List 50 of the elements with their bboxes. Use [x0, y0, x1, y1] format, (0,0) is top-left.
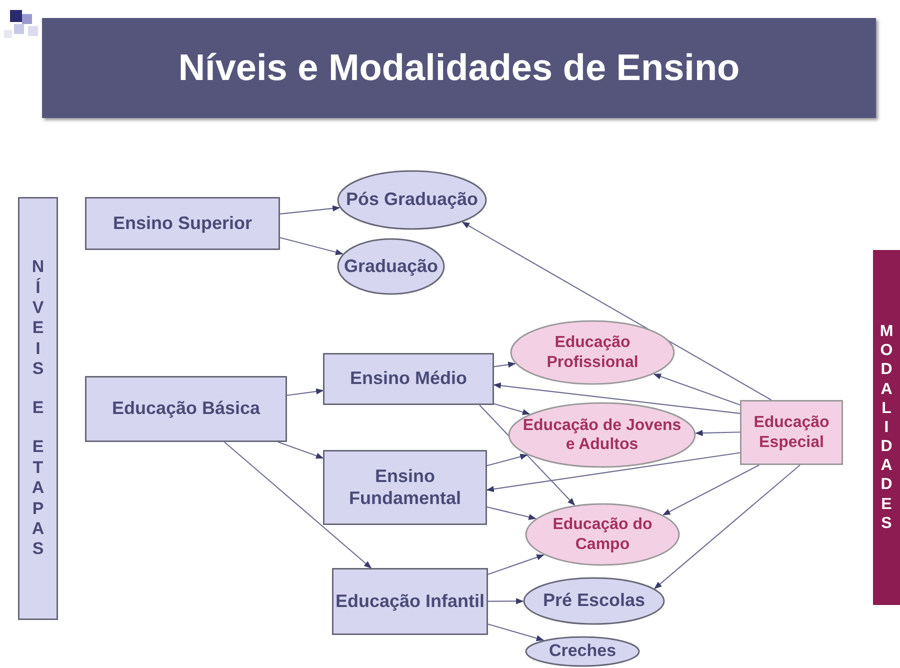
- arrow: [224, 442, 372, 568]
- arrow: [493, 382, 740, 414]
- node-label: Pré Escolas: [542, 590, 646, 612]
- node-label: Educação Básica: [112, 398, 260, 420]
- arrow: [280, 237, 344, 256]
- level-box: [323, 353, 494, 405]
- arrow: [662, 464, 760, 516]
- node-label: NÍVEIS E ETAPAS: [30, 257, 46, 560]
- level-box: [323, 450, 487, 525]
- arrow: [695, 430, 740, 436]
- node-label: Educação Especial: [752, 413, 830, 452]
- node-label: Educação Profissional: [546, 333, 640, 372]
- node-label: Educação de Jovens e Adultos: [522, 416, 682, 454]
- node-label: MODALIDADES: [878, 322, 894, 534]
- arrow: [486, 452, 740, 492]
- arrow: [462, 222, 772, 400]
- level-box: [85, 197, 280, 250]
- node-label: Ensino Médio: [350, 368, 467, 390]
- level-box: [85, 376, 287, 442]
- node-label: Pós Graduação: [346, 189, 478, 211]
- arrow: [488, 598, 524, 604]
- arrow: [653, 374, 740, 406]
- arrow: [654, 464, 800, 590]
- node-label: Graduação: [344, 256, 438, 278]
- arrow: [494, 403, 530, 416]
- arrow: [278, 441, 324, 459]
- ellipse-node: [508, 402, 696, 468]
- ellipse-node: [510, 320, 675, 385]
- ellipse-node: [337, 170, 487, 230]
- node-label: Ensino Fundamental: [348, 466, 462, 510]
- ellipse-node: [523, 577, 665, 625]
- ellipse-node: [525, 503, 680, 566]
- node-label: Ensino Superior: [112, 212, 252, 234]
- arrow: [494, 362, 516, 368]
- arrow: [486, 454, 528, 466]
- arrow: [280, 205, 340, 214]
- vertical-label-panel: [873, 250, 900, 605]
- arrow: [488, 554, 544, 575]
- vertical-label-panel: [18, 197, 58, 620]
- ellipse-node: [525, 636, 640, 667]
- node-label: Educação do Campo: [552, 515, 654, 554]
- node-label: Educação Infantil: [335, 590, 485, 612]
- title-banner: Níveis e Modalidades de Ensino: [42, 18, 876, 118]
- arrow: [486, 506, 536, 520]
- level-box: [740, 400, 843, 465]
- ellipse-node: [337, 238, 445, 295]
- arrow: [488, 624, 544, 642]
- node-label: Creches: [548, 641, 616, 662]
- arrow: [286, 388, 324, 396]
- level-box: [332, 568, 488, 635]
